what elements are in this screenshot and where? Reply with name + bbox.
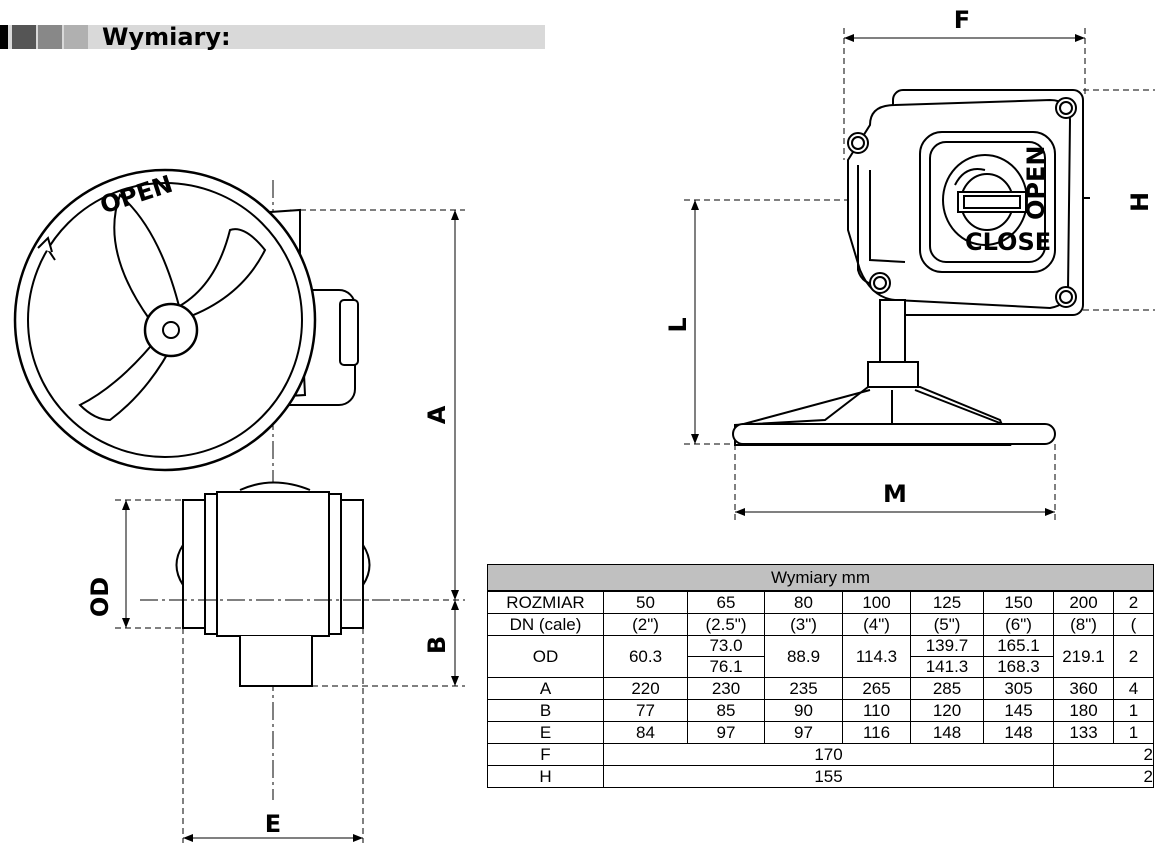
dial-close-label: CLOSE bbox=[965, 228, 1051, 256]
od-cell: 219.1 bbox=[1053, 635, 1114, 678]
table-cell: 148 bbox=[910, 721, 984, 744]
table-row-b: B 77 85 90 110 120 145 180 1 bbox=[487, 699, 1154, 722]
od-cell: 165.1 bbox=[983, 635, 1054, 657]
dimension-h-label: H bbox=[1126, 192, 1154, 212]
dimension-b-label: B bbox=[423, 636, 451, 654]
table-cell: 120 bbox=[910, 699, 984, 722]
table-cell: 2 bbox=[1053, 743, 1154, 766]
table-cell: 97 bbox=[764, 721, 843, 744]
table-cell: 305 bbox=[983, 677, 1054, 700]
table-cell: 4 bbox=[1113, 677, 1154, 700]
table-cell: 97 bbox=[687, 721, 765, 744]
section-title: Wymiary: bbox=[102, 23, 231, 51]
dimension-a-label: A bbox=[423, 405, 451, 424]
dimension-e-label: E bbox=[265, 810, 281, 838]
table-cell: 230 bbox=[687, 677, 765, 700]
dimensions-table: Wymiary mm ROZMIAR 50 65 80 100 125 150 … bbox=[487, 564, 1154, 788]
table-cell: 180 bbox=[1053, 699, 1114, 722]
header-block-gray-1 bbox=[12, 25, 36, 49]
od-cell: 114.3 bbox=[842, 635, 911, 678]
size-cell: 150 bbox=[983, 590, 1054, 614]
od-cell: 88.9 bbox=[764, 635, 843, 678]
row-label: E bbox=[487, 721, 604, 744]
table-row-od-alt: 76.1 141.3 168.3 bbox=[488, 656, 1154, 678]
row-label: F bbox=[487, 743, 604, 766]
header-block-dark bbox=[0, 25, 8, 49]
dimension-od-label: OD bbox=[86, 577, 114, 617]
gearbox-front-view bbox=[732, 89, 1090, 446]
od-label: OD bbox=[487, 635, 604, 678]
table-row-a: A 220 230 235 265 285 305 360 4 bbox=[487, 677, 1154, 700]
inch-cell: ( bbox=[1113, 613, 1154, 636]
header-block-gray-3 bbox=[64, 25, 88, 49]
size-cell: 100 bbox=[842, 590, 911, 614]
table-cell: 133 bbox=[1053, 721, 1114, 744]
size-cell: 50 bbox=[603, 590, 688, 614]
inch-cell: (3") bbox=[764, 613, 843, 636]
table-cell: 220 bbox=[603, 677, 688, 700]
inch-cell: (5") bbox=[910, 613, 984, 636]
table-cell: 85 bbox=[687, 699, 765, 722]
table-row-h: H 155 2 bbox=[487, 765, 1154, 788]
od-cell: 141.3 bbox=[910, 656, 984, 678]
inch-cell: (6") bbox=[983, 613, 1054, 636]
table-cell: 265 bbox=[842, 677, 911, 700]
left-dimension-lines bbox=[115, 209, 465, 843]
dimension-l-label: L bbox=[664, 317, 692, 332]
table-row-od: OD 60.3 73.0 88.9 114.3 139.7 165.1 219.… bbox=[487, 635, 1154, 678]
size-cell: 65 bbox=[687, 590, 765, 614]
row-label: H bbox=[487, 765, 604, 788]
size-cell: 125 bbox=[910, 590, 984, 614]
table-cell: 2 bbox=[1053, 765, 1154, 788]
row-label: A bbox=[487, 677, 604, 700]
table-row-e: E 84 97 97 116 148 148 133 1 bbox=[487, 721, 1154, 744]
inch-cell: (8") bbox=[1053, 613, 1114, 636]
table-cell: 145 bbox=[983, 699, 1054, 722]
table-cell: 90 bbox=[764, 699, 843, 722]
table-row-size-dn: ROZMIAR 50 65 80 100 125 150 200 2 bbox=[487, 590, 1154, 614]
table-cell: 235 bbox=[764, 677, 843, 700]
od-cell: 76.1 bbox=[687, 656, 765, 678]
od-cell: 60.3 bbox=[603, 635, 688, 678]
table-cell: 285 bbox=[910, 677, 984, 700]
table-cell: 148 bbox=[983, 721, 1054, 744]
table-cell: 155 bbox=[603, 765, 1054, 788]
table-cell: 116 bbox=[842, 721, 911, 744]
od-cell: 168.3 bbox=[983, 656, 1054, 678]
right-dimension-lines bbox=[684, 28, 1155, 520]
od-cell: 139.7 bbox=[910, 635, 984, 657]
dimension-m-label: M bbox=[883, 480, 907, 508]
size-cell: 80 bbox=[764, 590, 843, 614]
size-label-2: DN (cale) bbox=[487, 613, 604, 636]
size-cell: 200 bbox=[1053, 590, 1114, 614]
table-cell: 360 bbox=[1053, 677, 1114, 700]
size-label-1: ROZMIAR bbox=[487, 590, 604, 614]
table-row-size-inch: DN (cale) (2") (2.5") (3") (4") (5") (6"… bbox=[487, 613, 1154, 636]
table-cell: 84 bbox=[603, 721, 688, 744]
od-cell: 2 bbox=[1113, 635, 1154, 678]
inch-cell: (2") bbox=[603, 613, 688, 636]
table-cell: 1 bbox=[1113, 721, 1154, 744]
dial-open-label: OPEN bbox=[1022, 146, 1050, 220]
table-cell: 1 bbox=[1113, 699, 1154, 722]
table-row-f: F 170 2 bbox=[487, 743, 1154, 766]
table-cell: 170 bbox=[603, 743, 1054, 766]
inch-cell: (4") bbox=[842, 613, 911, 636]
dimension-f-label: F bbox=[954, 6, 970, 34]
od-cell: 73.0 bbox=[687, 635, 765, 657]
table-cell: 77 bbox=[603, 699, 688, 722]
table-title-row: Wymiary mm bbox=[487, 564, 1154, 592]
section-header: Wymiary: bbox=[0, 23, 545, 51]
table-cell: 110 bbox=[842, 699, 911, 722]
table-title: Wymiary mm bbox=[487, 564, 1154, 592]
row-label: B bbox=[487, 699, 604, 722]
size-cell: 2 bbox=[1113, 590, 1154, 614]
header-block-gray-2 bbox=[38, 25, 62, 49]
inch-cell: (2.5") bbox=[687, 613, 765, 636]
valve-side-view bbox=[13, 168, 410, 800]
